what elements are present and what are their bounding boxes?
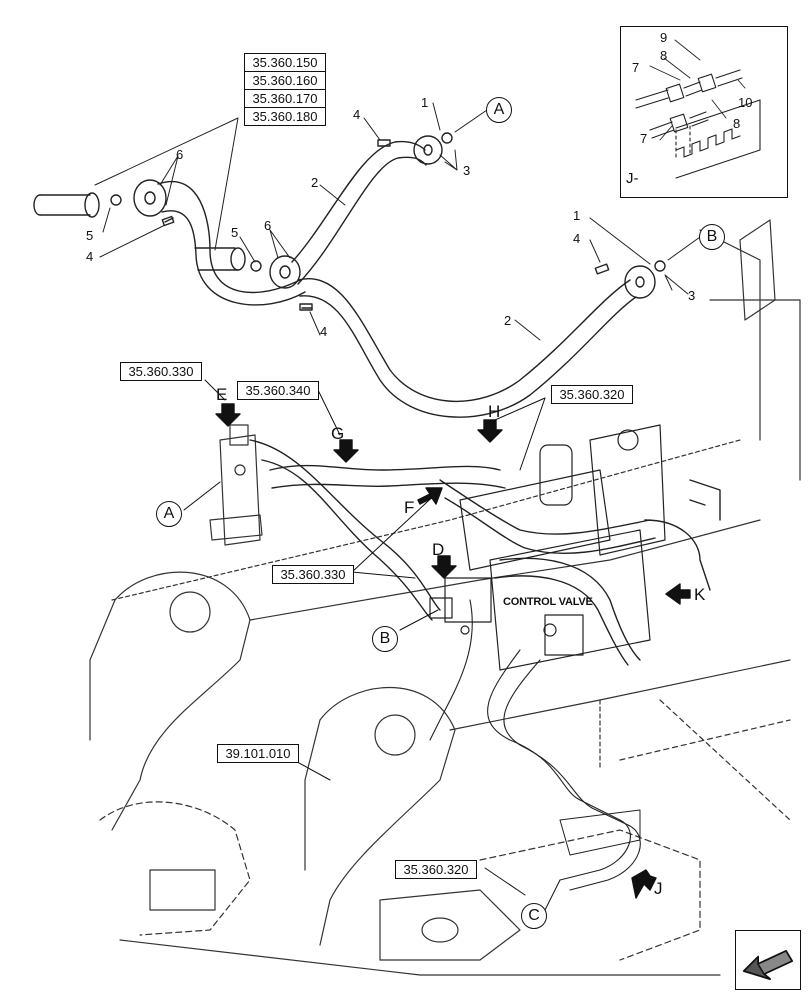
detail-j-label: J- <box>626 170 639 187</box>
control-valve-label: CONTROL VALVE <box>503 596 593 608</box>
ref-box-35-360-180[interactable]: 35.360.180 <box>244 107 326 126</box>
view-letter-j: J <box>654 879 663 898</box>
detail-callout-8-top: 8 <box>660 48 668 63</box>
control-valve <box>429 424 666 671</box>
leader-lines <box>94 102 701 341</box>
ref-box-view-e[interactable]: 35.360.330 <box>120 362 202 381</box>
previous-page-button[interactable] <box>735 930 801 990</box>
detail-callout-10: 10 <box>738 95 753 110</box>
callout-6-left: 6 <box>176 147 184 162</box>
callout-2-right: 2 <box>504 313 512 328</box>
callout-4-left: 4 <box>86 249 94 264</box>
hose-routing <box>249 439 721 891</box>
view-arrow-e <box>215 403 241 427</box>
view-letter-f: F <box>404 498 415 517</box>
callout-5-left: 5 <box>86 228 94 243</box>
connection-marker-a-top: A <box>486 97 512 123</box>
detail-callout-9: 9 <box>660 30 668 45</box>
callout-1-right: 1 <box>573 208 581 223</box>
callout-6-mid: 6 <box>264 218 272 233</box>
view-letter-d: D <box>432 540 445 559</box>
callout-3-right: 3 <box>688 288 696 303</box>
view-arrow-j <box>631 869 657 899</box>
machine-frame <box>89 219 801 976</box>
view-arrows <box>215 403 691 899</box>
callout-1-top: 1 <box>421 95 429 110</box>
ref-box-view-j[interactable]: 35.360.320 <box>395 860 477 879</box>
callout-4-right: 4 <box>573 231 581 246</box>
view-arrow-f <box>417 487 443 505</box>
detail-callout-7-top: 7 <box>632 60 640 75</box>
view-letter-g: G <box>331 424 345 443</box>
callout-3-top: 3 <box>463 163 471 178</box>
arrow-left-icon <box>742 950 794 980</box>
ref-box-view-g[interactable]: 35.360.340 <box>237 381 319 400</box>
detail-callout-8-bottom: 8 <box>733 116 741 131</box>
lower-leaders <box>183 379 561 911</box>
detail-callout-7-bottom: 7 <box>640 131 648 146</box>
view-letter-e: E <box>216 385 228 404</box>
callout-4-top: 4 <box>353 107 361 122</box>
ref-box-view-f[interactable]: 35.360.330 <box>272 565 354 584</box>
callout-5-mid: 5 <box>231 225 239 240</box>
connection-marker-b-mid: B <box>372 626 398 652</box>
ref-box-view-h[interactable]: 35.360.320 <box>551 385 633 404</box>
detail-j-drawing <box>635 39 761 179</box>
callout-2-top: 2 <box>311 175 319 190</box>
ref-box-35-360-150[interactable]: 35.360.150 <box>244 53 326 71</box>
view-arrow-h <box>477 419 503 443</box>
ref-box-35-360-170[interactable]: 35.360.170 <box>244 89 326 107</box>
connection-marker-a-left: A <box>156 501 182 527</box>
view-letter-h: H <box>488 402 501 421</box>
view-arrow-d <box>431 555 457 579</box>
callout-4-mid: 4 <box>320 324 328 339</box>
ref-box-stack: 35.360.150 35.360.160 35.360.170 35.360.… <box>244 53 326 126</box>
detail-j-frame <box>620 26 788 198</box>
view-arrow-k <box>665 583 691 605</box>
ref-box-35-360-160[interactable]: 35.360.160 <box>244 71 326 89</box>
view-letter-k: K <box>694 585 706 604</box>
ref-box-frame[interactable]: 39.101.010 <box>217 744 299 763</box>
connection-marker-b-top: B <box>699 224 725 250</box>
hose-assembly-upper <box>33 132 666 418</box>
connection-marker-c-bottom: C <box>521 903 547 929</box>
view-arrow-g <box>333 439 359 463</box>
